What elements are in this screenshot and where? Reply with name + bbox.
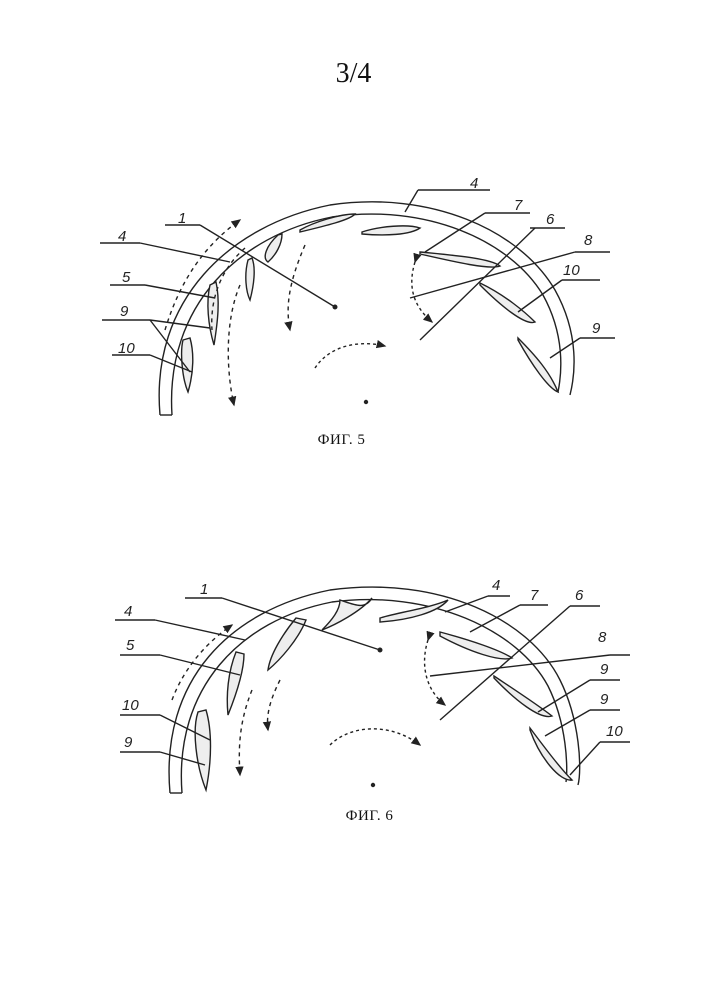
fig6-blade-right-1 (440, 632, 512, 659)
fig5-blade-left-2 (208, 282, 218, 345)
fig6-label-7: 7 (530, 588, 538, 603)
fig5-label-6: 6 (546, 212, 554, 227)
fig5-blade-left-3 (246, 258, 254, 300)
fig5-rotation-arrow (315, 344, 385, 368)
fig6-arrow-inner-1 (239, 690, 252, 775)
fig5-label-8: 8 (584, 233, 592, 248)
figure-5-caption: ФИГ. 5 (0, 432, 695, 449)
fig5-label-4-left: 4 (118, 229, 126, 244)
fig6-label-6: 6 (575, 588, 583, 603)
fig6-rotation-arrow (330, 729, 420, 745)
fig5-label-10-right: 10 (563, 263, 580, 278)
fig5-label-9-right: 9 (592, 321, 600, 336)
fig5-blade-left-1 (182, 338, 193, 392)
fig5-label-4-top: 4 (470, 176, 478, 191)
fig6-label-1: 1 (200, 582, 208, 597)
fig6-label-9-a: 9 (600, 662, 608, 677)
fig6-arrow-inner-2 (268, 680, 281, 730)
fig5-blade-right-2 (480, 283, 535, 322)
fig6-arrow-outer (172, 625, 232, 700)
fig5-label-1: 1 (178, 211, 186, 226)
fig5-blade-top-2 (362, 226, 420, 235)
fig6-blade-right-2 (494, 676, 552, 717)
fig6-blade-left-3 (268, 618, 306, 670)
fig6-label-9-b: 9 (600, 692, 608, 707)
fig6-label-8: 8 (598, 630, 606, 645)
fig6-label-4-top: 4 (492, 578, 500, 593)
fig5-blade-right-1 (420, 252, 500, 267)
fig5-label-9-left: 9 (120, 304, 128, 319)
fig6-blade-left-1 (195, 710, 210, 790)
fig5-label-10-left: 10 (118, 341, 135, 356)
fig6-blade-left-2 (227, 652, 244, 715)
fig5-inner-ring (172, 214, 561, 415)
fig5-label-5: 5 (122, 270, 130, 285)
fig6-label-10-right: 10 (606, 724, 623, 739)
fig5-label-7: 7 (514, 198, 522, 213)
fig6-label-9-left: 9 (124, 735, 132, 750)
fig5-blade-right-3 (518, 338, 558, 392)
fig6-label-10-left: 10 (122, 698, 139, 713)
figure-6-caption: ФИГ. 6 (16, 808, 707, 825)
fig6-label-5: 5 (126, 638, 134, 653)
figure-6-drawing (115, 587, 630, 793)
fig5-blade-left-4 (265, 234, 282, 262)
fig5-arrow-inner-2 (228, 285, 240, 405)
fig6-label-4-left: 4 (124, 604, 132, 619)
